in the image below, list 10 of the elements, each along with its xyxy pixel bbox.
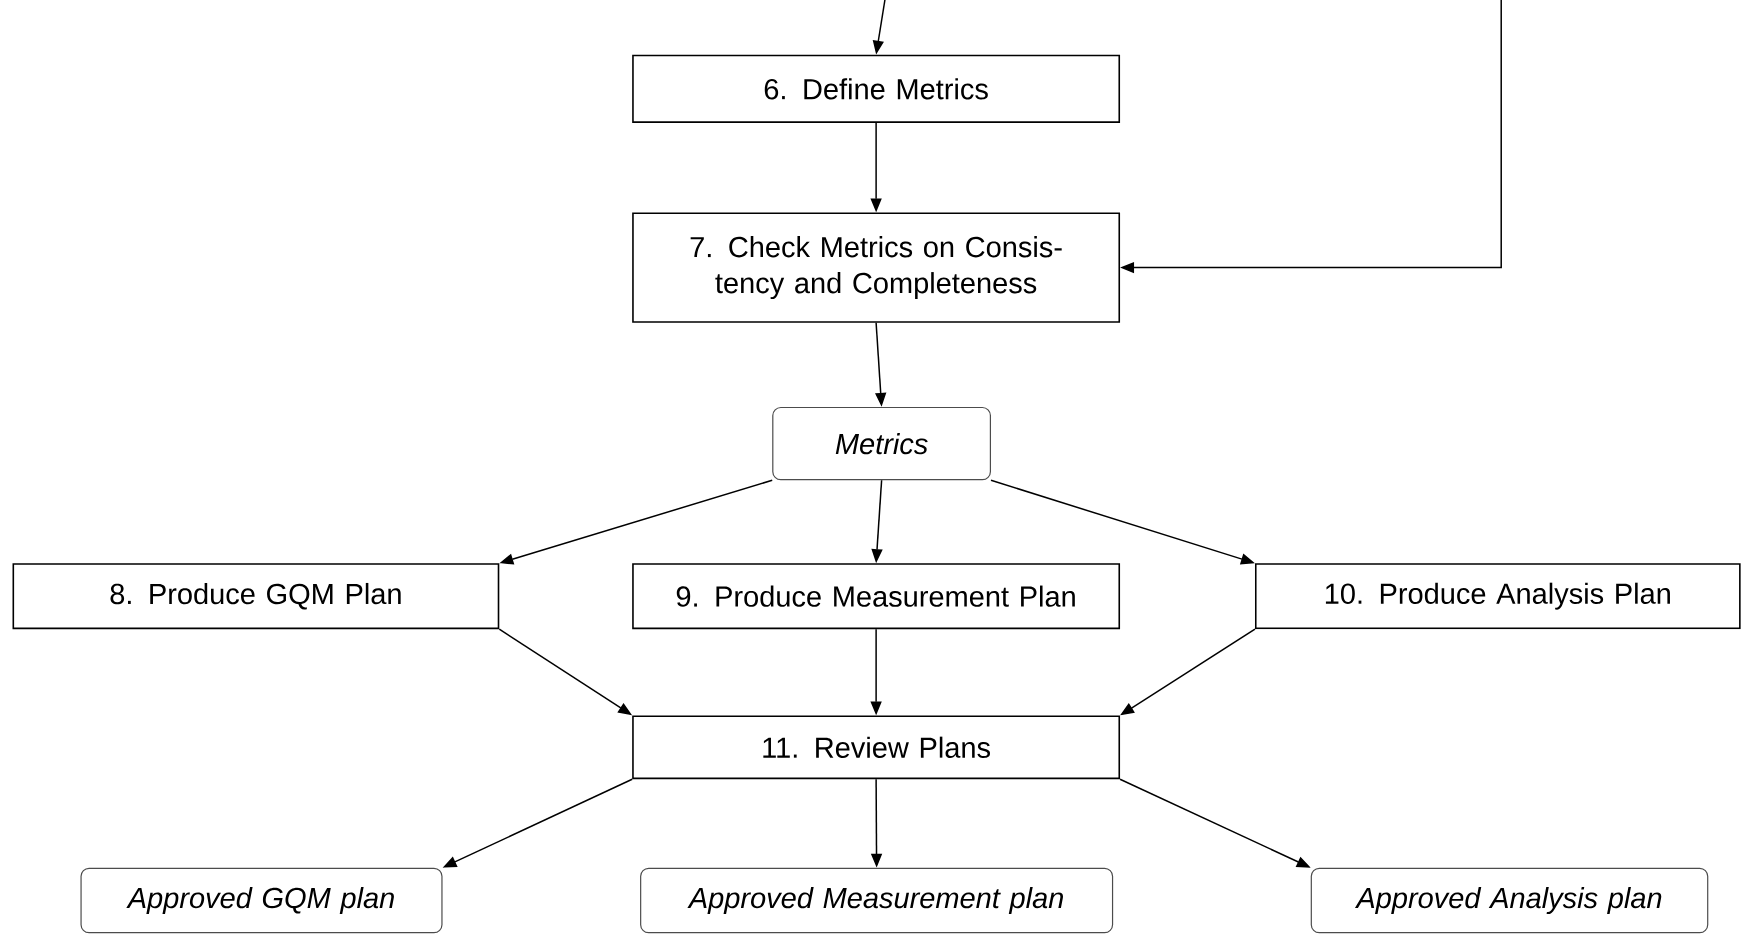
document-box: Approved Analysis plan bbox=[1310, 867, 1709, 934]
process-box: 10. Produce Analysis Plan bbox=[1254, 563, 1741, 630]
process-box: 6. Define Metrics bbox=[632, 54, 1121, 123]
document-box: Approved Measurement plan bbox=[640, 867, 1114, 934]
process-box: 7. Check Metrics on Consis- tency and Completeness bbox=[632, 212, 1121, 323]
document-box: Metrics bbox=[772, 406, 991, 481]
process-box: 9. Produce Measurement Plan bbox=[632, 563, 1121, 630]
process-box: 8. Produce GQM Plan bbox=[12, 563, 500, 630]
process-box: 11. Review Plans bbox=[632, 715, 1121, 780]
document-box: Approved GQM plan bbox=[80, 867, 443, 934]
